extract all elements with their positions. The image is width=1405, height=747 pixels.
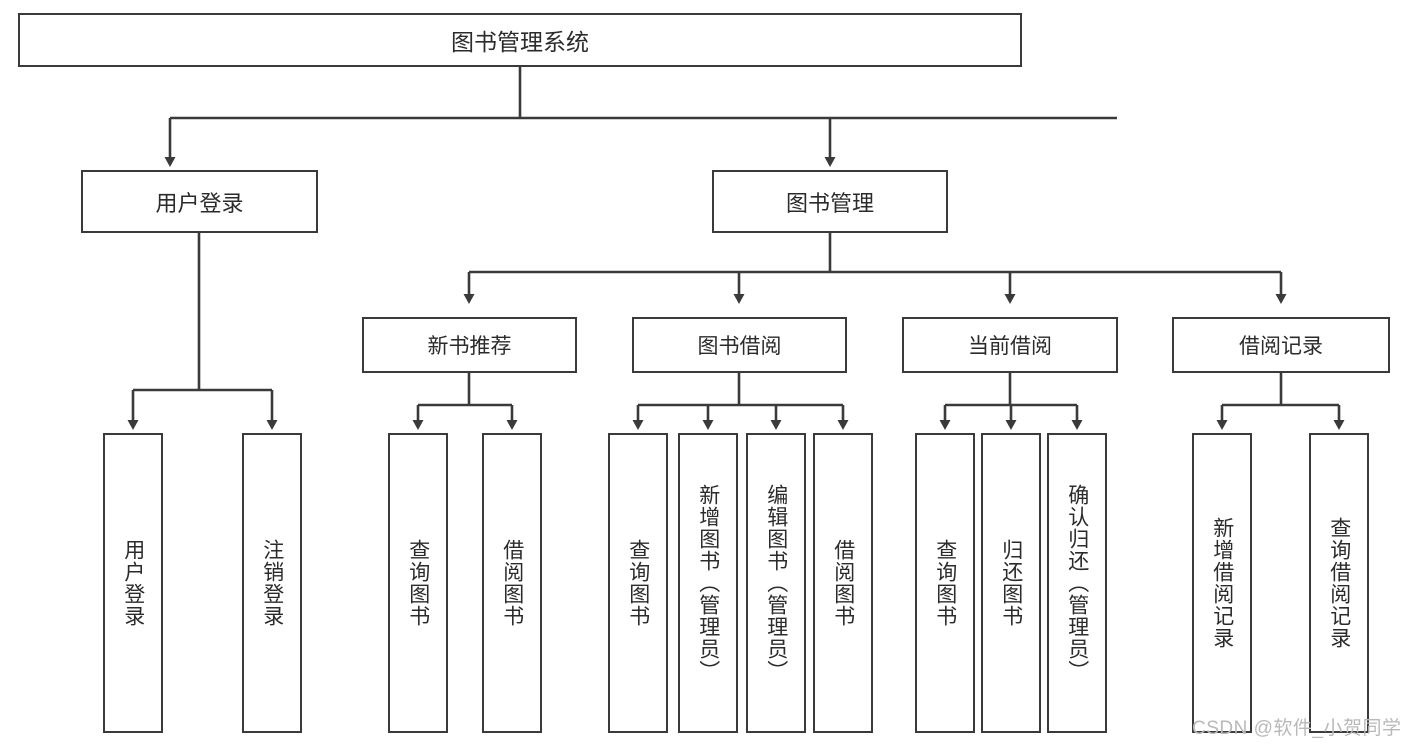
- node-label: 新增借阅记录: [1210, 517, 1234, 649]
- csdn-watermark: CSDN @软件_小贺同学: [1192, 718, 1402, 739]
- node-root-system[interactable]: 图书管理系统: [18, 13, 1022, 67]
- node-user-login[interactable]: 用户登录: [81, 170, 318, 233]
- node-label: 查询图书: [406, 539, 430, 627]
- leaf-return-book[interactable]: 归还图书: [981, 433, 1041, 733]
- node-label: 归还图书: [999, 539, 1023, 627]
- node-label: 查询借阅记录: [1327, 517, 1351, 649]
- node-label: 新书推荐: [427, 335, 512, 358]
- node-current-borrow[interactable]: 当前借阅: [902, 317, 1118, 373]
- node-borrow-record[interactable]: 借阅记录: [1172, 317, 1390, 373]
- leaf-query-book-3[interactable]: 查询图书: [915, 433, 975, 733]
- leaf-query-book-1[interactable]: 查询图书: [388, 433, 448, 733]
- leaf-query-book-2[interactable]: 查询图书: [608, 433, 668, 733]
- node-book-borrow[interactable]: 图书借阅: [632, 317, 847, 373]
- node-label: 图书管理系统: [451, 29, 589, 55]
- leaf-query-borrow-record[interactable]: 查询借阅记录: [1309, 433, 1369, 733]
- node-new-book-recommend[interactable]: 新书推荐: [362, 317, 577, 373]
- leaf-logout-login[interactable]: 注销登录: [242, 433, 302, 733]
- node-label: 编辑图书（管理员）: [764, 484, 788, 682]
- node-label: 查询图书: [933, 539, 957, 627]
- node-label: 注销登录: [260, 539, 284, 627]
- node-label: 新增图书（管理员）: [696, 484, 720, 682]
- leaf-borrow-book-2[interactable]: 借阅图书: [813, 433, 873, 733]
- node-label: 用户登录: [155, 190, 244, 216]
- node-book-management[interactable]: 图书管理: [712, 170, 948, 233]
- leaf-add-book[interactable]: 新增图书（管理员）: [678, 433, 738, 733]
- node-label: 图书借阅: [697, 335, 782, 358]
- node-label: 用户登录: [121, 539, 145, 627]
- leaf-borrow-book-1[interactable]: 借阅图书: [482, 433, 542, 733]
- node-label: 确认归还（管理员）: [1065, 484, 1089, 682]
- node-label: 借阅图书: [500, 539, 524, 627]
- node-label: 图书管理: [785, 190, 874, 216]
- leaf-add-borrow-record[interactable]: 新增借阅记录: [1192, 433, 1252, 733]
- node-label: 借阅图书: [831, 539, 855, 627]
- node-label: 查询图书: [626, 539, 650, 627]
- node-label: 借阅记录: [1239, 335, 1323, 358]
- leaf-user-login[interactable]: 用户登录: [103, 433, 163, 733]
- leaf-confirm-return[interactable]: 确认归还（管理员）: [1047, 433, 1107, 733]
- leaf-edit-book[interactable]: 编辑图书（管理员）: [746, 433, 806, 733]
- node-label: 当前借阅: [968, 335, 1052, 358]
